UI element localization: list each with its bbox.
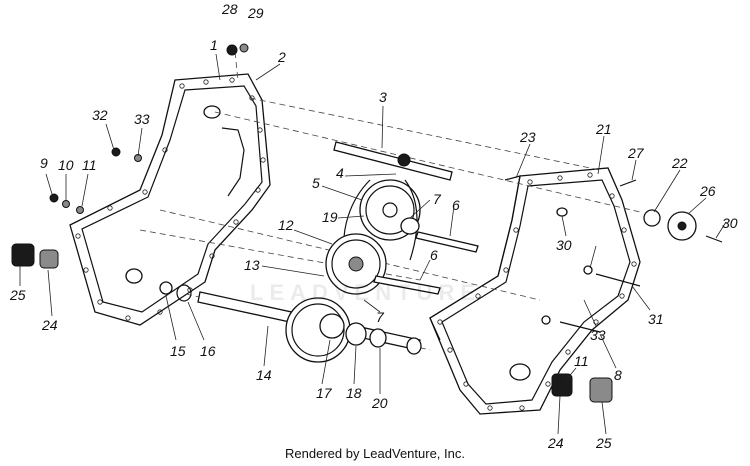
left-seal-bearing (11, 243, 59, 269)
right-hardware (541, 179, 723, 333)
callout-14: 14 (256, 367, 272, 383)
callout-31: 31 (648, 311, 664, 327)
render-credit: Rendered by LeadVenture, Inc. (285, 446, 465, 461)
callout-16: 16 (200, 343, 216, 359)
callout-19: 19 (322, 209, 338, 225)
callout-5: 5 (312, 175, 320, 191)
top-nut-washer (226, 43, 249, 56)
callout-6-lower: 6 (430, 247, 438, 263)
callout-15: 15 (170, 343, 186, 359)
callout-30-mid: 30 (556, 237, 572, 253)
callout-26: 26 (699, 183, 716, 199)
callout-13: 13 (244, 257, 260, 273)
callout-8: 8 (614, 367, 622, 383)
callout-25-right: 25 (595, 435, 612, 451)
callout-7-lower: 7 (376, 309, 385, 325)
callout-11-left: 11 (82, 157, 97, 173)
callout-7-upper: 7 (433, 191, 442, 207)
callout-17: 17 (316, 385, 333, 401)
callout-numbers: 28 29 1 2 3 32 33 9 10 11 4 5 19 7 6 12 … (9, 1, 738, 451)
right-case-housing (429, 167, 641, 415)
left-case-housing (69, 73, 271, 326)
callout-33-right: 33 (590, 327, 606, 343)
middle-sprocket-assembly (325, 233, 441, 295)
callout-18: 18 (346, 385, 362, 401)
callout-20: 20 (371, 395, 388, 411)
callout-29: 29 (247, 5, 264, 21)
callout-32: 32 (92, 107, 108, 123)
leader-lines (19, 53, 727, 435)
callout-22: 22 (671, 155, 688, 171)
right-seal-bearing (551, 373, 613, 403)
callout-30-right: 30 (722, 215, 738, 231)
watermark-text: LEADVENTURE (250, 280, 482, 305)
callout-11-right: 11 (574, 353, 589, 369)
callout-28: 28 (221, 1, 238, 17)
callout-23: 23 (519, 129, 536, 145)
callout-3: 3 (379, 89, 387, 105)
callout-9: 9 (40, 155, 48, 171)
callout-21: 21 (595, 121, 612, 137)
callout-33-left: 33 (134, 111, 150, 127)
callout-6-upper: 6 (452, 197, 460, 213)
lower-axle-assembly (197, 291, 422, 363)
callout-24-right: 24 (547, 435, 564, 451)
callout-10: 10 (58, 157, 74, 173)
callout-4: 4 (336, 165, 344, 181)
callout-27: 27 (627, 145, 645, 161)
callout-2: 2 (277, 49, 286, 65)
callout-24-left: 24 (41, 317, 58, 333)
left-hardware (49, 147, 142, 214)
callout-25-left: 25 (9, 287, 26, 303)
callout-1: 1 (210, 37, 218, 53)
callout-12: 12 (278, 217, 294, 233)
